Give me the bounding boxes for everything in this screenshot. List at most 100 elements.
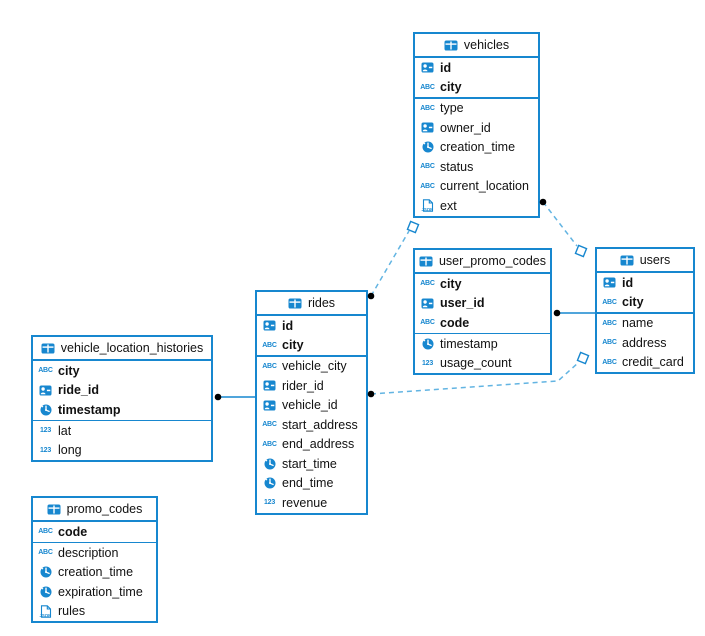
clock-icon — [38, 566, 53, 578]
column-row-user_id[interactable]: user_id — [415, 294, 550, 314]
column-row-code[interactable]: ABC code — [415, 313, 550, 333]
table-header[interactable]: user_promo_codes — [415, 250, 550, 274]
id-badge-icon — [420, 122, 435, 133]
column-name: code — [58, 524, 88, 539]
column-name: description — [58, 545, 119, 560]
pk-separator — [33, 541, 156, 543]
column-name: timestamp — [440, 336, 498, 351]
column-name: start_time — [282, 456, 337, 471]
column-name: city — [622, 295, 644, 310]
text-abc-icon: ABC — [420, 163, 435, 171]
column-row-ride_id[interactable]: ride_id — [33, 381, 211, 401]
column-row-end_time[interactable]: end_time — [257, 474, 366, 494]
table-header[interactable]: vehicles — [415, 34, 538, 58]
text-abc-icon: ABC — [262, 440, 277, 448]
number-123-icon: 123 — [39, 427, 52, 435]
column-row-id[interactable]: id — [257, 316, 366, 336]
table-title: user_promo_codes — [438, 254, 546, 268]
column-name: creation_time — [440, 140, 516, 155]
column-name: current_location — [440, 179, 529, 194]
column-row-ext[interactable]: JSON ext — [415, 196, 538, 216]
table-title: vehicles — [463, 38, 510, 52]
text-abc-icon: ABC — [420, 104, 435, 112]
column-name: expiration_time — [58, 584, 143, 599]
relationship-endpoint-dot — [539, 198, 547, 206]
relationship-rides-to-vehicles — [370, 230, 410, 297]
text-abc-icon: ABC — [262, 341, 277, 349]
column-row-timestamp[interactable]: timestamp — [415, 334, 550, 354]
column-row-timestamp[interactable]: timestamp — [33, 400, 211, 420]
clock-icon — [420, 338, 435, 350]
relationship-vehicles-to-users — [542, 201, 578, 247]
column-name: creation_time — [58, 565, 134, 580]
table-header[interactable]: rides — [257, 292, 366, 316]
column-name: ext — [440, 198, 457, 213]
column-row-creation_time[interactable]: creation_time — [33, 563, 156, 583]
table-title: promo_codes — [66, 502, 143, 516]
column-name: code — [440, 315, 470, 330]
pk-separator — [33, 419, 211, 421]
id-badge-icon — [602, 277, 617, 288]
column-name: id — [282, 318, 294, 333]
column-row-expiration_time[interactable]: expiration_time — [33, 582, 156, 602]
text-abc-icon: ABC — [602, 339, 617, 347]
table-title: users — [639, 253, 671, 267]
column-row-city[interactable]: ABC city — [415, 274, 550, 294]
svg-text:JSON: JSON — [422, 207, 434, 212]
table-header[interactable]: users — [597, 249, 693, 273]
column-name: city — [440, 276, 462, 291]
column-row-vehicle_city[interactable]: ABC vehicle_city — [257, 357, 366, 377]
table-header[interactable]: promo_codes — [33, 498, 156, 522]
table-header[interactable]: vehicle_location_histories — [33, 337, 211, 361]
relationship-endpoint-dot — [367, 390, 375, 398]
column-row-current_location[interactable]: ABC current_location — [415, 177, 538, 197]
relationship-endpoint-square — [574, 244, 588, 258]
id-badge-icon — [420, 62, 435, 73]
text-abc-icon: ABC — [420, 319, 435, 327]
column-row-rider_id[interactable]: rider_id — [257, 376, 366, 396]
column-row-vehicle_id[interactable]: vehicle_id — [257, 396, 366, 416]
svg-text:JSON: JSON — [40, 613, 52, 618]
column-row-creation_time[interactable]: creation_time — [415, 138, 538, 158]
relationship-endpoint-dot — [214, 393, 222, 401]
text-abc-icon: ABC — [262, 362, 277, 370]
column-row-id[interactable]: id — [597, 273, 693, 293]
text-abc-icon: ABC — [420, 182, 435, 190]
column-name: usage_count — [440, 356, 512, 371]
table-icon — [444, 40, 459, 51]
column-row-start_time[interactable]: start_time — [257, 454, 366, 474]
text-abc-icon: ABC — [420, 280, 435, 288]
relationship-endpoint-dot — [367, 292, 375, 300]
column-row-owner_id[interactable]: owner_id — [415, 118, 538, 138]
json-document-icon: JSON — [38, 605, 53, 618]
number-123-icon: 123 — [39, 446, 52, 454]
column-name: vehicle_city — [282, 359, 347, 374]
id-badge-icon — [420, 298, 435, 309]
column-row-id[interactable]: id — [415, 58, 538, 78]
column-name: end_time — [282, 476, 334, 491]
